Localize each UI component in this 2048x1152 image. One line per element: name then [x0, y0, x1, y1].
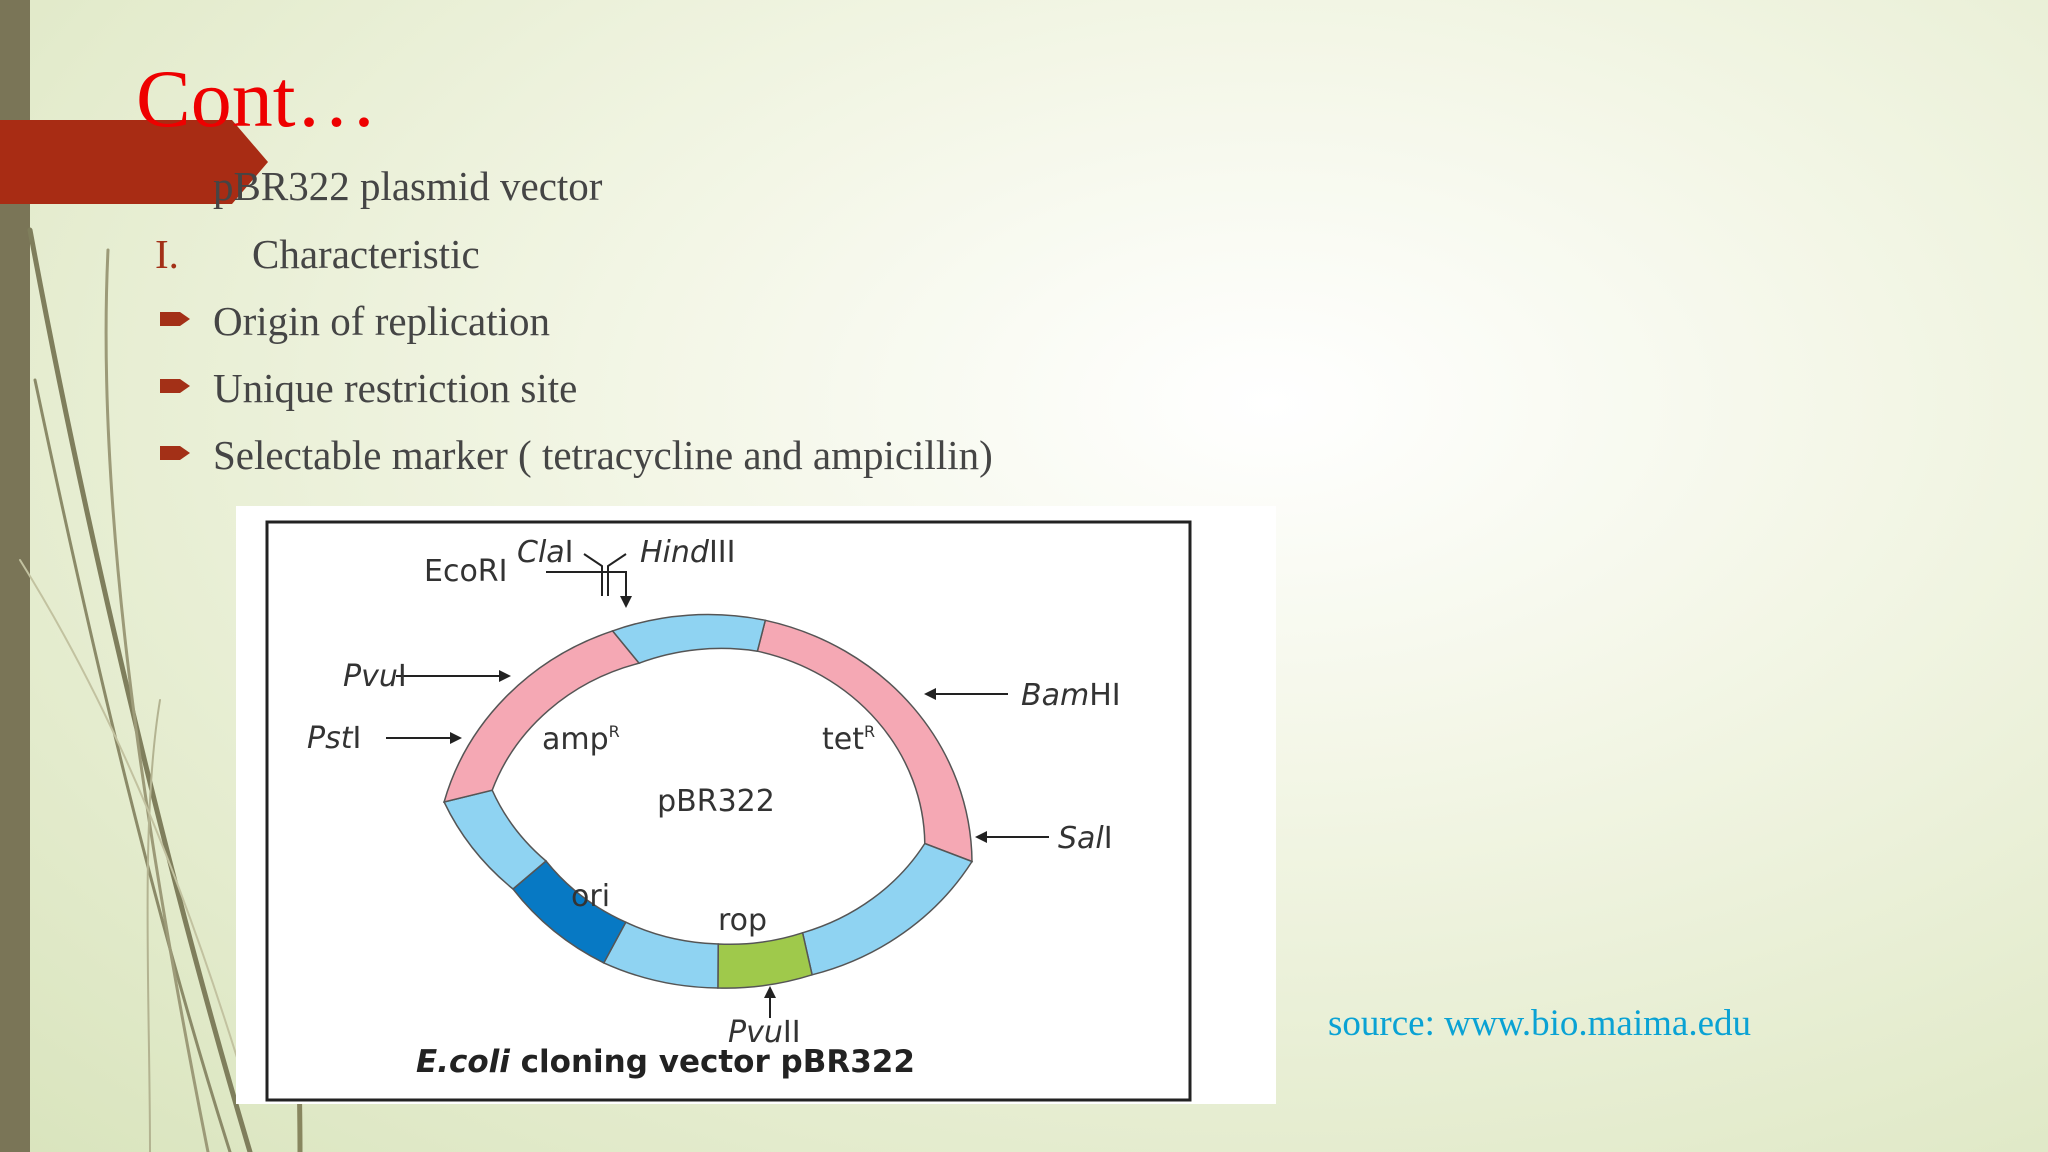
rop-gene-label: rop: [718, 903, 767, 938]
figure-caption: cloning vector pBR322: [510, 1044, 915, 1080]
clai-bracket: [583, 553, 627, 596]
decorative-stroke: [33, 378, 232, 1152]
svg-text:BamHI: BamHI: [1021, 678, 1121, 713]
bullet-arrow-icon: [160, 312, 190, 326]
bamhi-arrowhead: [924, 688, 936, 700]
bullet-item: Origin of replication: [213, 298, 551, 344]
decorative-stroke: [146, 699, 161, 1152]
tet-gene-label: tet: [822, 722, 864, 757]
tet-superscript: R: [864, 722, 875, 741]
psti-suffix: I: [352, 721, 361, 756]
svg-text:PvuII: PvuII: [728, 1015, 801, 1050]
sali-arrowhead: [975, 831, 987, 843]
svg-text:PstI: PstI: [307, 721, 361, 756]
source-link[interactable]: source: www.bio.maima.edu: [1328, 1003, 1751, 1044]
pvui-label: Pvu: [343, 659, 398, 694]
plasmid-map-figure: ClaI HindIII EcoRI PvuI PstI BamHI SalI …: [236, 506, 1276, 1104]
hindiii-label: Hind: [640, 535, 710, 570]
bamhi-label: Bam: [1021, 678, 1089, 713]
svg-text:tetR: tetR: [822, 722, 875, 757]
hindiii-suffix: III: [709, 535, 736, 570]
svg-text:SalI: SalI: [1058, 821, 1113, 856]
clai-label: Cla: [517, 535, 565, 570]
sali-suffix: I: [1104, 821, 1113, 856]
ecori-arrow-line: [546, 571, 627, 598]
pvuii-suffix: II: [783, 1015, 801, 1050]
slide-heading: pBR322 plasmid vector: [213, 163, 603, 209]
bullet-arrow-icon: [160, 446, 190, 460]
amp-gene-label: amp: [542, 722, 609, 757]
title-accent-band: [0, 120, 268, 204]
svg-text:ClaI: ClaI: [517, 535, 574, 570]
slide-title: Cont…: [136, 53, 378, 144]
bullet-arrow-icon: [160, 379, 190, 393]
ecori-arrowhead: [620, 596, 632, 608]
hind-segment: [611, 613, 767, 665]
svg-text:E.coli cloning vector pBR322: E.coli cloning vector pBR322: [416, 1044, 915, 1080]
pvuii-label: Pvu: [728, 1015, 783, 1050]
decorative-stroke: [104, 248, 210, 1152]
section-label: Characteristic: [252, 231, 480, 277]
section-number: I.: [155, 231, 179, 277]
clai-suffix: I: [565, 535, 574, 570]
psti-arrowhead: [450, 732, 462, 744]
bullet-item: Unique restriction site: [213, 365, 578, 411]
decorative-stroke: [27, 227, 253, 1152]
psti-label: Pst: [307, 721, 354, 756]
bamhi-suffix: HI: [1089, 678, 1120, 713]
svg-text:PvuI: PvuI: [343, 659, 407, 694]
pvui-arrowhead: [499, 670, 511, 682]
bullet-item: Selectable marker ( tetracycline and amp…: [213, 432, 993, 478]
pvui-suffix: I: [398, 659, 407, 694]
pvuii-arrowhead: [764, 986, 776, 998]
ori-gene-label: ori: [571, 879, 610, 914]
amp-superscript: R: [609, 722, 620, 741]
caption-italic: E.coli: [416, 1044, 510, 1080]
svg-text:ampR: ampR: [542, 722, 620, 757]
ecori-label: EcoRI: [424, 554, 508, 589]
decorative-stroke: [19, 559, 251, 1101]
svg-text:HindIII: HindIII: [640, 535, 736, 570]
plasmid-center-label: pBR322: [657, 784, 775, 819]
sali-label: Sal: [1058, 821, 1104, 856]
